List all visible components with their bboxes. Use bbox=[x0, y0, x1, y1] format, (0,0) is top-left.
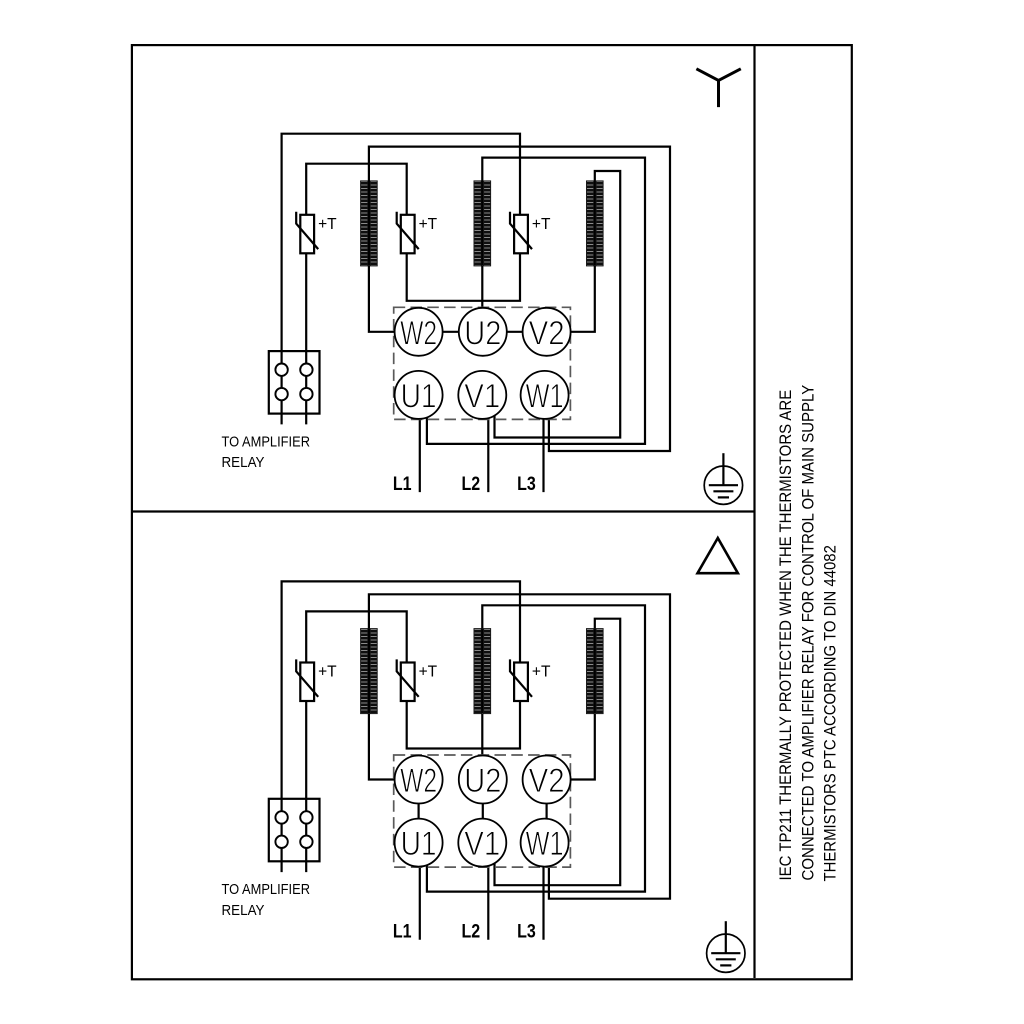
svg-text:+T: +T bbox=[318, 664, 337, 681]
svg-text:V2: V2 bbox=[529, 314, 565, 352]
svg-text:U1: U1 bbox=[401, 825, 437, 863]
svg-text:V1: V1 bbox=[464, 378, 500, 416]
svg-text:L2: L2 bbox=[462, 922, 481, 943]
svg-text:TO AMPLIFIER: TO AMPLIFIER bbox=[222, 434, 311, 450]
svg-text:RELAY: RELAY bbox=[222, 903, 265, 919]
svg-text:L1: L1 bbox=[393, 922, 412, 943]
svg-text:U1: U1 bbox=[401, 378, 437, 416]
svg-text:+T: +T bbox=[419, 216, 438, 233]
svg-text:U2: U2 bbox=[464, 762, 501, 800]
svg-text:+T: +T bbox=[532, 664, 551, 681]
svg-text:V1: V1 bbox=[464, 825, 500, 863]
svg-text:L1: L1 bbox=[393, 474, 412, 495]
svg-text:TO AMPLIFIER: TO AMPLIFIER bbox=[222, 882, 311, 898]
svg-text:W2: W2 bbox=[400, 762, 437, 800]
svg-text:W1: W1 bbox=[526, 378, 564, 416]
svg-text:V2: V2 bbox=[529, 762, 565, 800]
svg-text:+T: +T bbox=[419, 664, 438, 681]
svg-text:L2: L2 bbox=[462, 474, 481, 495]
svg-text:L3: L3 bbox=[517, 922, 536, 943]
svg-text:RELAY: RELAY bbox=[222, 455, 265, 471]
svg-text:+T: +T bbox=[318, 216, 337, 233]
svg-text:CONNECTED TO AMPLIFIER RELAY F: CONNECTED TO AMPLIFIER RELAY FOR CONTROL… bbox=[798, 385, 817, 881]
svg-text:L3: L3 bbox=[517, 474, 536, 495]
svg-text:U2: U2 bbox=[464, 314, 501, 352]
svg-text:W2: W2 bbox=[400, 314, 437, 352]
svg-text:W1: W1 bbox=[526, 825, 564, 863]
svg-text:+T: +T bbox=[532, 216, 551, 233]
svg-text:THERMISTORS PTC ACCORDING TO D: THERMISTORS PTC ACCORDING TO DIN 44082 bbox=[821, 545, 840, 881]
svg-text:IEC TP211 THERMALLY PROTECTED: IEC TP211 THERMALLY PROTECTED WHEN THE T… bbox=[776, 390, 795, 881]
